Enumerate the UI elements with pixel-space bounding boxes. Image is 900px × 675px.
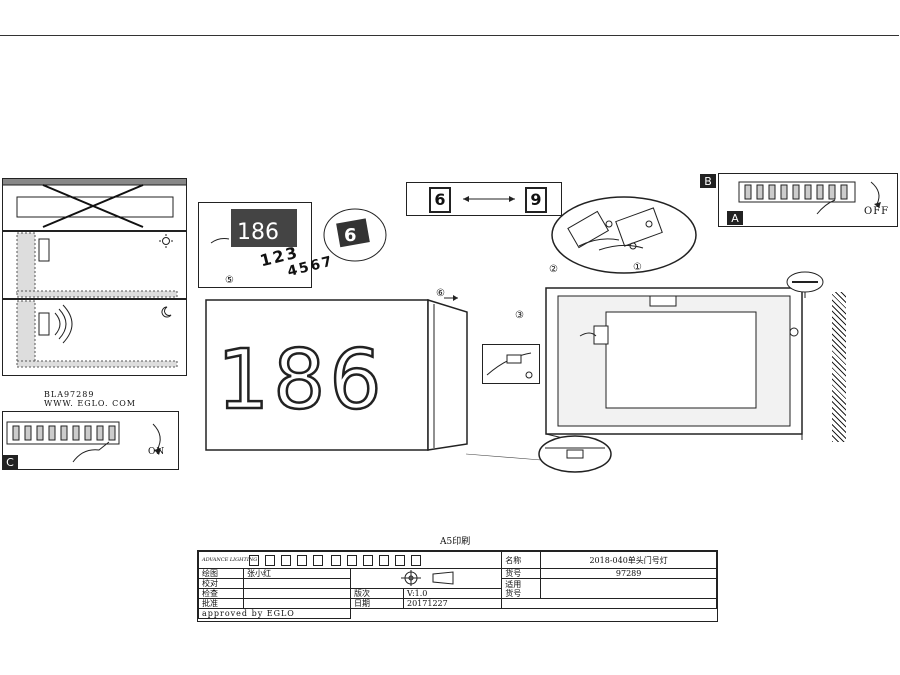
- lamp-side-view-night: [38, 312, 50, 336]
- zoom-digit: 6: [344, 225, 357, 246]
- row-version-value: V:1.0: [402, 588, 503, 599]
- terminal-block: [6, 421, 120, 445]
- brick-wall-day: [16, 232, 178, 298]
- model-code: BLA97289: [44, 390, 95, 399]
- left-panel-no-ceiling: [2, 178, 187, 232]
- label-off: OFF: [864, 206, 890, 217]
- label-c: C: [2, 455, 18, 469]
- step-6-label: ⑥: [436, 288, 446, 299]
- brand-logo: ADVANCE LIGHTING: [202, 556, 258, 563]
- row-model-value: 97289: [540, 568, 717, 579]
- guide-lines: [465, 453, 542, 461]
- light-rays: [54, 304, 73, 344]
- mounting-bracket-detail: [482, 344, 540, 384]
- inset-number: 186: [237, 220, 279, 245]
- field-name-value: 2018-040单头门号灯: [540, 551, 717, 569]
- step-2-label: ②: [549, 264, 559, 275]
- number-insert-panel: 186 ⑤: [198, 202, 312, 288]
- label-b: B: [700, 174, 716, 188]
- wiring-detail-circle: ①: [549, 194, 699, 276]
- field-name-label: 名称: [501, 551, 542, 569]
- left-panel-night: [2, 298, 187, 376]
- zoom-circle: 6: [322, 207, 388, 263]
- left-panel-day: [2, 230, 187, 300]
- label-on: ON: [148, 447, 166, 457]
- arrow-right-icon: [463, 196, 515, 202]
- row-model-label: 货号: [501, 568, 542, 579]
- print-note: A5印刷: [440, 537, 471, 547]
- row-draw-value: 张小红: [243, 568, 351, 579]
- step-1-label: ①: [633, 262, 642, 273]
- house-number: 186: [217, 333, 386, 428]
- row-check-label: 校对: [198, 578, 244, 589]
- sun-icon: [159, 234, 173, 248]
- page-frame: [0, 35, 899, 674]
- switch-off-detail: [718, 173, 898, 227]
- ceiling-mount-forbidden-diagram: [3, 179, 186, 228]
- digit-swap-callout: 6 9: [406, 182, 562, 216]
- arrow-right-icon: [444, 295, 458, 301]
- swap-to-digit: 9: [525, 187, 547, 213]
- rotate-arrow-icon: [152, 423, 161, 451]
- screwdriver-icon: [786, 271, 824, 298]
- step-5-label: ⑤: [225, 275, 234, 286]
- open-housing: [540, 282, 810, 443]
- wall-hatching: [832, 292, 846, 442]
- row-version-label: 版次: [350, 588, 404, 599]
- projection-symbol-icon: [401, 569, 454, 586]
- rotate-arrow-icon: [870, 181, 880, 205]
- swap-from-digit: 6: [429, 187, 451, 213]
- row-draw-label: 绘图: [198, 568, 244, 579]
- row-approve-label: 批准: [198, 598, 244, 609]
- projection-symbol: [349, 568, 503, 589]
- lamp-side-view-day: [38, 238, 50, 262]
- left-panel-switch-on: [2, 411, 179, 470]
- row-date-value: 20171227: [402, 598, 503, 609]
- row-apply-label: 适用 货号: [501, 578, 542, 599]
- approved-by: approved by EGLO: [198, 608, 351, 619]
- moon-icon: [161, 306, 172, 318]
- title-block-header: ADVANCE LIGHTING: [197, 551, 503, 569]
- row-inspect-label: 检查: [198, 588, 244, 599]
- label-a: A: [727, 211, 743, 225]
- row-date-label: 日期: [350, 598, 404, 609]
- step-3-label: ③: [515, 310, 525, 321]
- lamp-front-view: 186: [205, 298, 475, 454]
- website: WWW. EGLO. COM: [44, 399, 136, 408]
- brick-wall-night: [16, 300, 178, 368]
- latch-detail-circle: [537, 434, 613, 474]
- hand-icon: [72, 441, 110, 463]
- title-block: ADVANCE LIGHTING 名称 2018-040单头门号灯 绘图 张小红…: [197, 550, 718, 622]
